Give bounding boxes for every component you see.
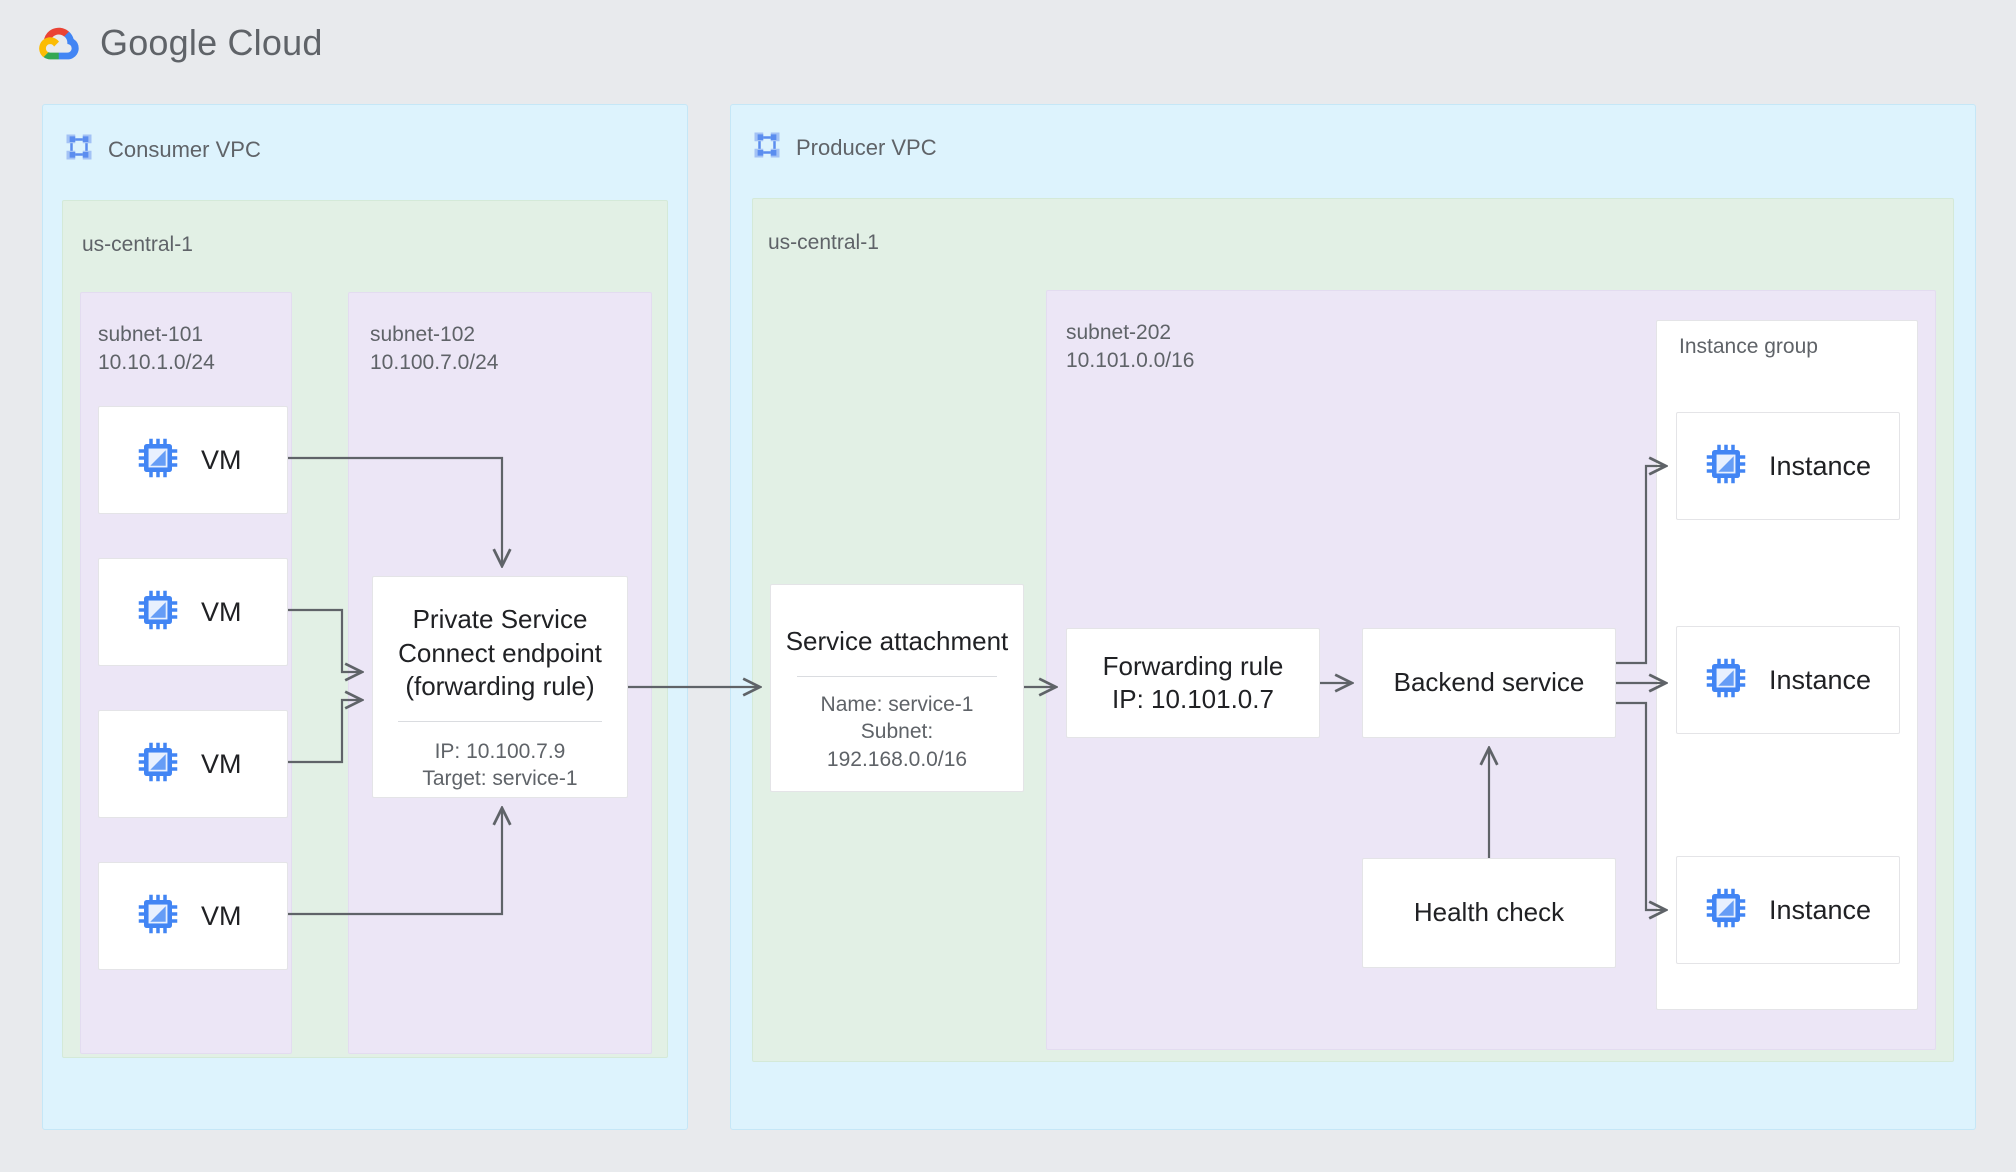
vpc-network-icon [752,130,782,166]
psc-endpoint-title: Private Service Connect endpoint (forwar… [398,604,602,701]
vm-instance-icon [137,589,179,636]
forwarding-rule-title: Forwarding rule IP: 10.101.0.7 [1102,650,1284,714]
service-attachment-divider [797,676,997,678]
vm-instance-icon [1705,657,1747,704]
consumer-vm-3-label: VM [201,748,242,779]
producer-vpc-label: Producer VPC [796,135,937,160]
instance-3[interactable]: Instance [1676,856,1900,964]
service-attachment-details: Name: service-1 Subnet: 192.168.0.0/16 [820,693,974,771]
psc-endpoint-details: IP: 10.100.7.9 Target: service-1 [422,740,578,791]
subnet-202-cidr: 10.101.0.0/16 [1066,349,1195,372]
brand-title: Google Cloud [100,22,323,63]
brand-header: Google Cloud [34,22,323,64]
instance-2[interactable]: Instance [1676,626,1900,734]
consumer-vpc-header: Consumer VPC [64,132,261,168]
vm-instance-icon [1705,443,1747,490]
subnet-101-cidr: 10.10.1.0/24 [98,351,215,374]
vpc-network-icon [64,132,94,168]
instance-3-label: Instance [1769,894,1872,925]
psc-endpoint-card[interactable]: Private Service Connect endpoint (forwar… [372,576,628,798]
instance-1[interactable]: Instance [1676,412,1900,520]
consumer-region-label: us-central-1 [82,233,193,256]
vm-instance-icon [137,741,179,788]
health-check-title: Health check [1413,897,1565,928]
service-attachment-title: Service attachment [785,625,1009,656]
google-cloud-logo-icon [34,23,84,63]
consumer-vpc-label: Consumer VPC [108,137,261,162]
consumer-vm-1[interactable]: VM [98,406,288,514]
instance-group-label: Instance group [1679,335,1818,358]
vm-instance-icon [137,893,179,940]
subnet-101-name: subnet-101 [98,323,204,346]
vm-instance-icon [137,437,179,484]
subnet-202-name: subnet-202 [1066,321,1172,344]
subnet-102-name: subnet-102 [370,323,476,346]
consumer-vm-2-label: VM [201,596,242,627]
backend-service-title: Backend service [1393,667,1585,698]
backend-service-card[interactable]: Backend service [1362,628,1616,738]
consumer-vm-1-label: VM [201,444,242,475]
consumer-vm-2[interactable]: VM [98,558,288,666]
vm-instance-icon [1705,887,1747,934]
instance-2-label: Instance [1769,664,1872,695]
subnet-102-cidr: 10.100.7.0/24 [370,351,499,374]
health-check-card[interactable]: Health check [1362,858,1616,968]
consumer-vm-3[interactable]: VM [98,710,288,818]
producer-vpc-header: Producer VPC [752,130,937,166]
forwarding-rule-card[interactable]: Forwarding rule IP: 10.101.0.7 [1066,628,1320,738]
psc-endpoint-divider [398,721,602,723]
consumer-vm-4-label: VM [201,900,242,931]
producer-region-label: us-central-1 [768,231,879,254]
service-attachment-card[interactable]: Service attachment Name: service-1 Subne… [770,584,1024,792]
instance-1-label: Instance [1769,450,1872,481]
consumer-vm-4[interactable]: VM [98,862,288,970]
